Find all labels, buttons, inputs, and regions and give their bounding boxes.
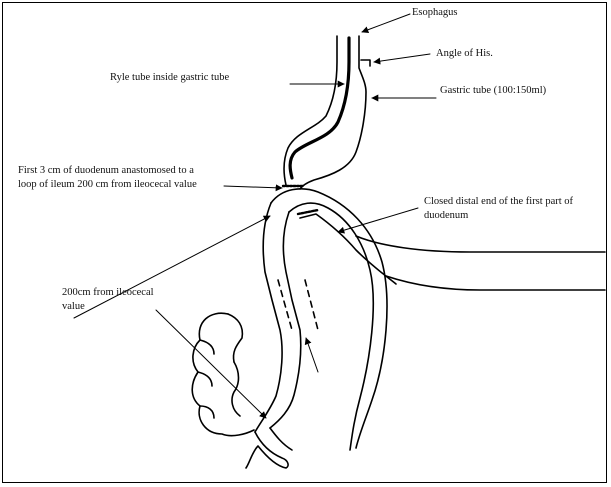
label-ryle-tube: Ryle tube inside gastric tube — [110, 72, 230, 83]
esophagus-arrow — [361, 13, 411, 34]
appendix-inner — [269, 427, 293, 451]
label-closed-distal-end-line1: Closed distal end of the first part of — [424, 196, 574, 207]
label-angle-of-his: Angle of His. — [436, 48, 493, 59]
colon-outline — [191, 312, 255, 437]
colon-haustra-3 — [199, 339, 215, 355]
colon-haustra-1 — [227, 313, 244, 363]
ileocecal-arrow-2 — [155, 309, 267, 419]
angle-of-his-arrow — [373, 53, 431, 65]
closed-distal-suture — [296, 208, 320, 216]
esophagus-right-wall — [299, 35, 367, 190]
label-closed-distal-end-line2: duodenum — [424, 210, 469, 221]
ileocecal-arrow-3 — [304, 337, 319, 373]
label-duodenum-anastomosis-line2: loop of ileum 200 cm from ileocecal valu… — [18, 179, 197, 190]
ileal-loop-outer — [254, 202, 283, 433]
diagram-frame — [2, 2, 607, 483]
label-duodenum-anastomosis-line1: First 3 cm of duodenum anastomosed to a — [18, 165, 194, 176]
label-ileocecal-line2: value — [62, 301, 85, 312]
duodenum-outer-arch — [270, 188, 388, 449]
ileal-loop-dashed-left — [277, 279, 293, 331]
ileocecal-arrow-1 — [73, 215, 271, 319]
angle-of-his-mark — [360, 59, 371, 67]
duodenum-lower-tube — [385, 275, 606, 291]
duodenum-inner-arch — [288, 202, 375, 451]
colon-haustra-5 — [199, 405, 215, 419]
ileal-loop-inner — [269, 211, 302, 429]
label-esophagus: Esophagus — [412, 7, 458, 18]
label-gastric-tube: Gastric tube (100:150ml) — [440, 85, 547, 96]
closed-end-arrow — [337, 207, 419, 234]
anastomosis-arrow — [223, 184, 283, 192]
colon-haustra-2 — [231, 361, 241, 417]
appendix — [245, 431, 289, 469]
duodenum-upper-tube — [355, 235, 606, 253]
label-ileocecal-line1: 200cm from ileocecal — [62, 287, 154, 298]
ryle-tube — [288, 36, 351, 180]
colon-haustra-4 — [197, 371, 213, 387]
ileal-loop-dashed-right — [304, 279, 319, 331]
